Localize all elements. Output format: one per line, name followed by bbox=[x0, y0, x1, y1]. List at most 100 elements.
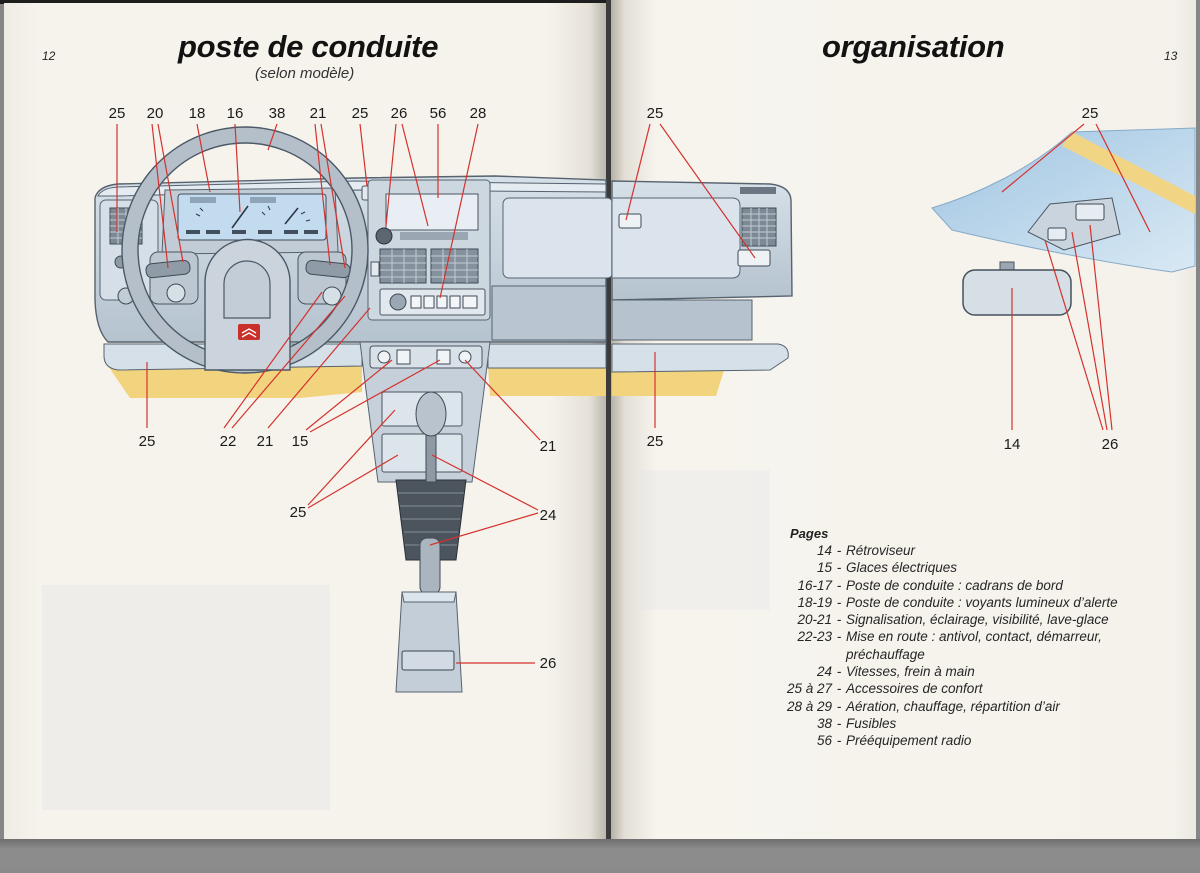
floor-shadow-center bbox=[488, 366, 606, 396]
citroen-chevrons bbox=[241, 328, 257, 338]
cassette-slot bbox=[400, 232, 468, 240]
leader-line bbox=[151, 123, 169, 269]
center-vent-slats bbox=[380, 249, 478, 283]
callout-label: 21 bbox=[540, 438, 557, 455]
index-separator: - bbox=[836, 681, 842, 697]
index-topic: Aération, chauffage, répartition d’air bbox=[846, 698, 1060, 714]
tachometer-needle bbox=[284, 207, 299, 225]
callout-label: 25 bbox=[647, 433, 664, 450]
leader-line bbox=[157, 123, 184, 263]
index-pages: 14 bbox=[816, 543, 832, 558]
leader-line bbox=[231, 295, 346, 429]
stack-side-switch bbox=[370, 261, 380, 277]
callout-labels: 25 20 18 16 38 21 25 26 56 28 25 22 21 1… bbox=[109, 105, 1119, 672]
callout-label: 21 bbox=[310, 105, 327, 122]
index-pages: 28 à 29 bbox=[786, 698, 832, 714]
heater-button bbox=[462, 295, 478, 309]
leader-line bbox=[267, 123, 278, 151]
leader-lines bbox=[116, 123, 1151, 664]
leader-line bbox=[223, 291, 323, 429]
steering-wheel-outer-edge bbox=[121, 126, 369, 374]
left-pod-button bbox=[166, 283, 186, 303]
glovebox-lid-right bbox=[611, 197, 741, 279]
page-number-left: 12 bbox=[42, 49, 56, 63]
index-pages: 16-17 bbox=[797, 577, 832, 593]
index-pages: 20-21 bbox=[797, 612, 832, 628]
leader-line bbox=[659, 123, 756, 259]
gear-knob bbox=[415, 391, 447, 437]
index-pages: 22-23 bbox=[797, 629, 832, 645]
index-list: 14 - Rétroviseur 15 - Glaces électriques… bbox=[770, 542, 1176, 750]
dashboard-diagram bbox=[94, 126, 614, 693]
leader-line bbox=[439, 123, 479, 299]
index-topic: Fusibles bbox=[846, 715, 897, 731]
console-switch bbox=[458, 350, 472, 364]
index-topic: Poste de conduite : voyants lumineux d’a… bbox=[846, 594, 1118, 610]
roof-switch bbox=[1047, 227, 1067, 241]
rear-ashtray bbox=[401, 650, 455, 671]
roof-lining-edge bbox=[1062, 132, 1195, 214]
roof-console-diagram bbox=[931, 127, 1196, 316]
callout-label: 25 bbox=[647, 105, 664, 122]
index-topic: Vitesses, frein à main bbox=[846, 664, 975, 680]
floor-shadow-left bbox=[108, 366, 362, 398]
radio-slot bbox=[385, 193, 479, 231]
callout-label: 18 bbox=[189, 105, 206, 122]
index-separator: - bbox=[836, 560, 842, 576]
callout-label: 56 bbox=[430, 105, 447, 122]
rear-view-mirror bbox=[962, 269, 1072, 316]
leader-line bbox=[305, 359, 393, 431]
bleed-through-shade bbox=[42, 585, 330, 810]
leader-line bbox=[1001, 123, 1085, 193]
callout-label: 25 bbox=[1082, 105, 1099, 122]
index-topic: Poste de conduite : cadrans de bord bbox=[846, 577, 1063, 593]
index-topic: Glaces électriques bbox=[846, 560, 958, 576]
leader-line bbox=[431, 454, 539, 511]
leader-line bbox=[1089, 224, 1113, 431]
floor-shadow-right bbox=[612, 370, 724, 396]
right-vent-label bbox=[740, 187, 776, 194]
steering-hub-opening bbox=[223, 260, 271, 319]
page-title-left: poste de conduite bbox=[178, 29, 439, 64]
glovebox-handle bbox=[618, 213, 642, 229]
heater-button bbox=[423, 295, 435, 309]
callout-label: 26 bbox=[391, 105, 408, 122]
console-bin-lower bbox=[381, 433, 463, 473]
callout-label: 25 bbox=[109, 105, 126, 122]
index-pages: 25 à 27 bbox=[786, 681, 832, 697]
index-pages: 24 bbox=[816, 664, 832, 680]
index-separator: - bbox=[836, 577, 842, 593]
callout-label: 16 bbox=[227, 105, 244, 122]
parcel-shelf-center bbox=[487, 343, 607, 369]
index-pages: 15 bbox=[816, 560, 832, 576]
index-separator: - bbox=[836, 698, 842, 714]
callout-label: 26 bbox=[540, 655, 557, 672]
reading-lamp bbox=[1075, 203, 1105, 221]
index-separator: - bbox=[836, 733, 842, 749]
index-separator: - bbox=[836, 543, 842, 558]
callout-label: 38 bbox=[269, 105, 286, 122]
callout-label: 24 bbox=[540, 507, 557, 524]
leader-line bbox=[429, 512, 539, 546]
page-title-right: organisation bbox=[822, 29, 1005, 64]
index-topic: Accessoires de confort bbox=[846, 681, 983, 697]
parcel-shelf-right bbox=[611, 343, 789, 373]
scan-bottom-edge bbox=[0, 839, 1200, 873]
callout-label: 14 bbox=[1004, 436, 1021, 453]
index-pages: 38 bbox=[816, 715, 832, 731]
leader-line bbox=[309, 359, 441, 433]
radio-knob bbox=[375, 227, 393, 245]
citroen-logo bbox=[238, 324, 260, 340]
heater-button bbox=[410, 295, 422, 309]
leader-line bbox=[385, 123, 397, 227]
callout-label: 20 bbox=[147, 105, 164, 122]
handbrake-lever bbox=[419, 537, 441, 595]
callout-label: 21 bbox=[257, 433, 274, 450]
console-switch bbox=[377, 350, 391, 364]
leader-line bbox=[234, 123, 241, 213]
leader-line bbox=[267, 307, 371, 429]
callout-label: 22 bbox=[220, 433, 237, 450]
callout-label: 15 bbox=[292, 433, 309, 450]
leader-line bbox=[359, 123, 368, 187]
